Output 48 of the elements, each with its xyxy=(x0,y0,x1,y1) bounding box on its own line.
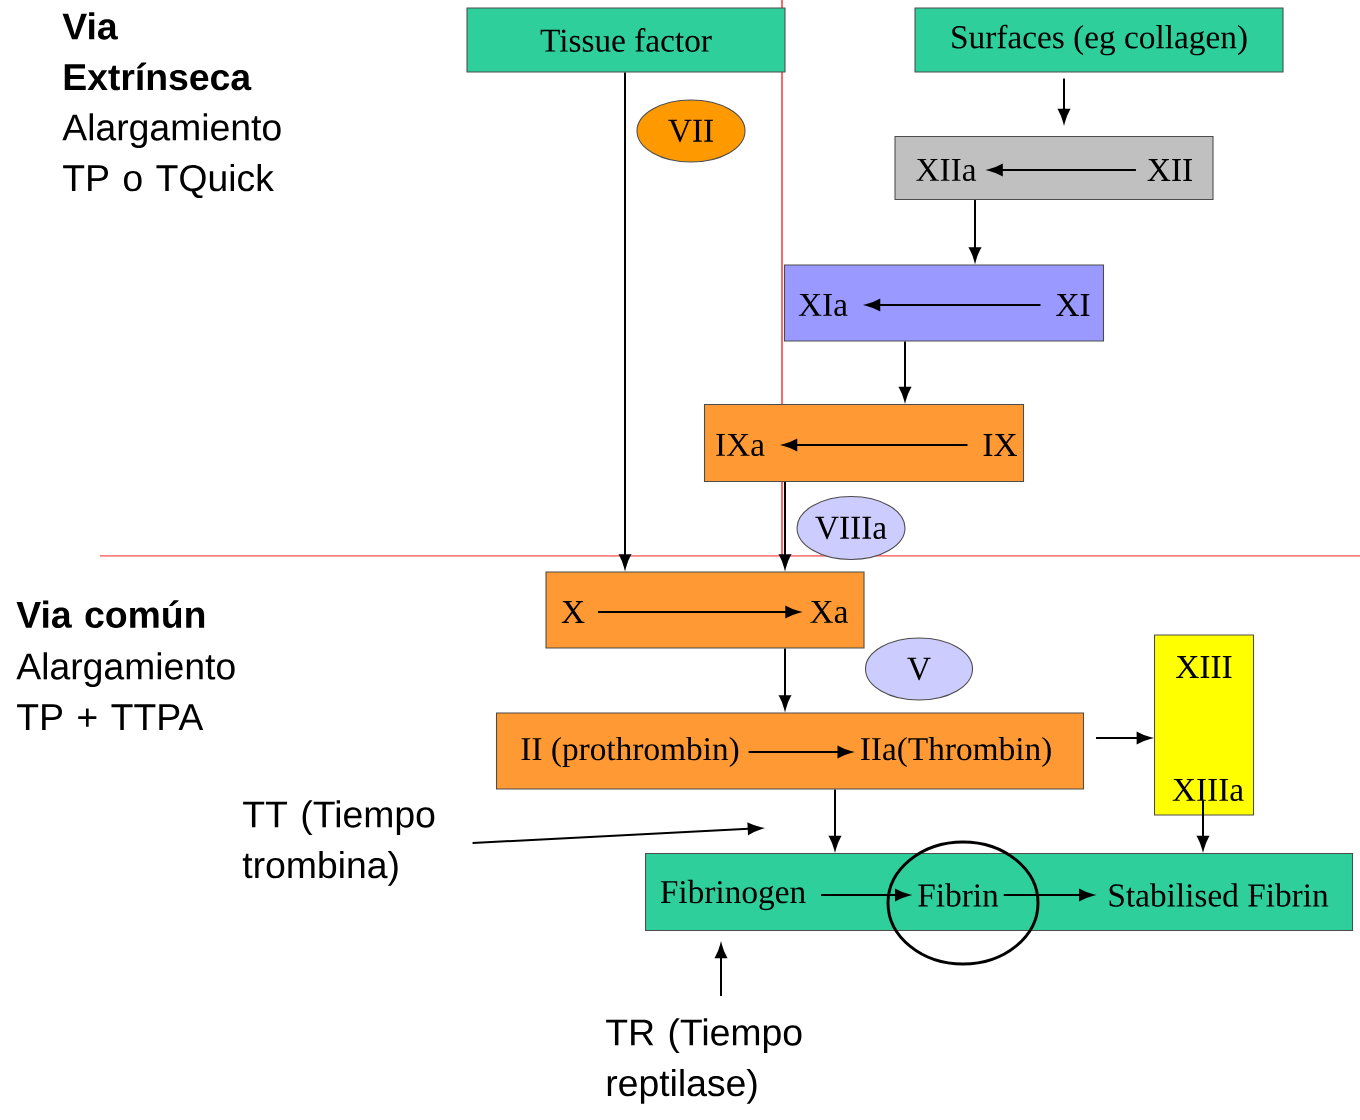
arrow xyxy=(969,199,981,262)
arrow xyxy=(1002,889,1094,901)
arrow xyxy=(619,71,631,569)
process-box xyxy=(783,264,1105,342)
factor-label: XI xyxy=(1056,294,1090,316)
arrow xyxy=(865,299,1042,311)
process-box xyxy=(495,712,1085,790)
heading-text: Via Extrínseca xyxy=(62,12,252,91)
process-box: Surfaces (eg collagen) xyxy=(914,7,1284,73)
factor-label: Xa xyxy=(810,600,848,624)
process-box xyxy=(545,571,865,649)
process-box xyxy=(703,403,1025,483)
factor-label: XIII xyxy=(1176,656,1232,678)
heading-text: Via común xyxy=(16,600,205,628)
arrow xyxy=(1197,799,1209,850)
factor-label: XII xyxy=(1147,159,1192,181)
arrow xyxy=(899,340,911,401)
factor-label: XIIIa xyxy=(1172,778,1244,802)
factor-label: Fibrin xyxy=(918,883,999,907)
factor-label: X xyxy=(561,601,585,623)
arrow xyxy=(782,439,969,451)
arrow xyxy=(597,606,800,618)
factor-label: IIa(Thrombin) xyxy=(860,736,1051,768)
process-box: Tissue factor xyxy=(466,7,786,73)
arrow xyxy=(715,944,727,997)
arrow xyxy=(820,889,910,901)
process-box xyxy=(1153,634,1255,816)
arrow xyxy=(471,822,762,844)
factor-label: XIa xyxy=(798,293,848,317)
arrow xyxy=(779,481,791,569)
arrow xyxy=(1058,77,1070,123)
factor-label: IXa xyxy=(716,433,765,457)
factor-label: Stabilised Fibrin xyxy=(1109,883,1329,907)
factor-label: II (prothrombin) xyxy=(521,736,739,768)
process-box xyxy=(644,852,1354,932)
arrow xyxy=(747,746,852,758)
factor-label: IX xyxy=(983,434,1017,456)
factor-label: XIIa xyxy=(916,158,977,182)
arrow xyxy=(1095,732,1151,744)
heading-text: Alargamiento TP o TQuick xyxy=(62,113,281,199)
annotation-text: TR (Tiempo reptilase) xyxy=(606,1018,802,1104)
heading-text: Alargamiento TP + TTPA xyxy=(16,652,235,730)
annotation-text: TT (Tiempo trombina) xyxy=(242,800,435,886)
factor-label: Fibrinogen xyxy=(660,879,806,911)
process-box xyxy=(894,135,1214,201)
arrow xyxy=(829,788,841,850)
arrow xyxy=(988,164,1137,176)
arrow xyxy=(779,647,791,710)
